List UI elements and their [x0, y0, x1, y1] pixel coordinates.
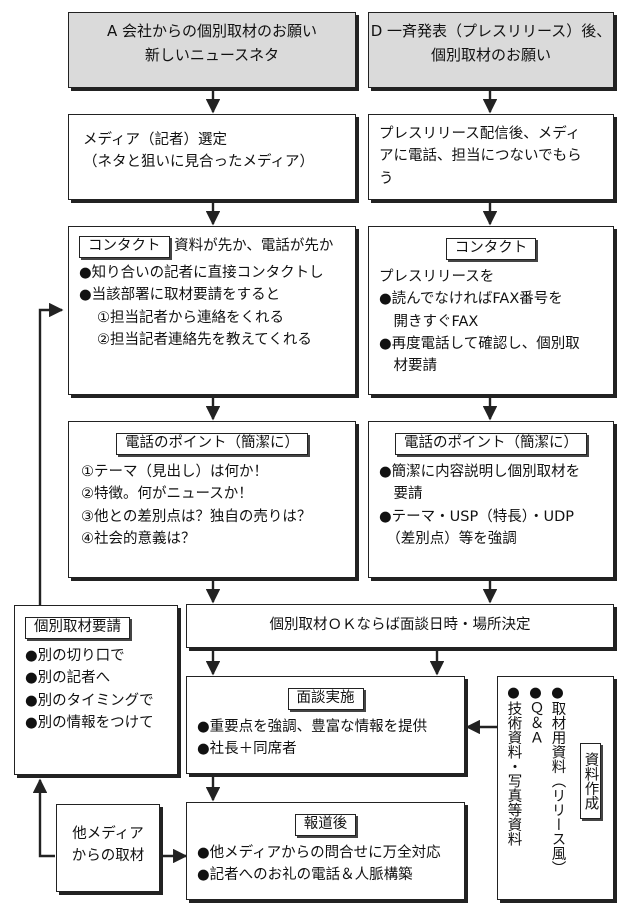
- other-media-box: 他メディア からの取材: [56, 804, 160, 892]
- individual-request-item-3: ●別のタイミングで: [25, 692, 154, 709]
- individual-request-item-2: ●別の記者へ: [25, 670, 111, 687]
- contact-d-line-1: プレスリリースを: [379, 268, 495, 285]
- header-d-line-2: 個別取材のお願い: [430, 46, 551, 64]
- after-report-item-1: ●他メディアからの問合せに万全対応: [197, 844, 441, 861]
- materials-label: 資料作成: [580, 743, 601, 819]
- after-report-item-2: ●記者へのお礼の電話＆人脈構築: [197, 867, 413, 884]
- phone-points-box-a: 電話のポイント（簡潔に） ①テーマ（見出し）は何か！ ②特徴。何がニュースか！ …: [68, 421, 356, 578]
- phone-points-a-label: 電話のポイント（簡潔に）: [116, 433, 308, 455]
- phone-points-a-item-2: ②特徴。何がニュースか！: [81, 486, 253, 503]
- meeting-box: 面談実施 ●重要点を強調、豊富な情報を提供 ●社長＋同席者: [186, 676, 465, 774]
- individual-request-item-4: ●別の情報をつけて: [25, 714, 154, 731]
- press-release-call-box: プレスリリース配信後、メディ アに電話、担当につないでもら う: [368, 114, 614, 200]
- header-a-line-2: 新しいニュースネタ: [144, 46, 280, 64]
- individual-request-item-1: ●別の切り口で: [25, 647, 125, 664]
- phone-points-d-line-3: ●テーマ・USP（特長）・UDP: [379, 508, 574, 525]
- media-selection-box: メディア（記者）選定 （ネタと狙いに見合ったメディア）: [68, 114, 356, 200]
- header-d-line-1: D 一斉発表（プレスリリース）後、: [370, 22, 612, 40]
- meeting-item-2: ●社長＋同席者: [197, 741, 297, 758]
- contact-a-label: コンタクト: [79, 236, 170, 258]
- header-box-d: D 一斉発表（プレスリリース）後、 個別取材のお願い: [368, 12, 614, 88]
- contact-box-a: コンタクト 資料が先か、電話が先か ●知り合いの記者に直接コンタクトし ●当該部…: [68, 226, 356, 395]
- phone-points-a-item-3: ③他との差別点は？独自の売りは？: [81, 508, 312, 525]
- phone-points-box-d: 電話のポイント（簡潔に） ●簡潔に内容説明し個別取材を 要請 ●テーマ・USP（…: [368, 421, 614, 578]
- contact-box-d: コンタクト プレスリリースを ●読んでなければFAX番号を 開きすぐFAX ●再…: [368, 226, 614, 395]
- contact-a-item-1: ●知り合いの記者に直接コンタクトし: [79, 264, 324, 281]
- materials-item-2: ●Ｑ＆Ａ: [527, 685, 544, 745]
- after-report-label: 報道後: [294, 814, 357, 836]
- meeting-item-1: ●重要点を強調、豊富な情報を提供: [197, 718, 428, 735]
- contact-a-sub-1: ①担当記者から連絡をくれる: [97, 309, 284, 326]
- media-selection-line-1: メディア（記者）選定: [83, 132, 227, 148]
- press-release-call-line-2: アに電話、担当につないでもら: [379, 148, 582, 165]
- media-selection-line-2: （ネタと狙いに見合ったメディア）: [83, 154, 314, 171]
- header-a-line-1: A 会社からの個別取材のお願い: [106, 22, 318, 40]
- phone-points-d-line-2: 要請: [379, 486, 423, 503]
- other-media-line-2: からの取材: [71, 848, 145, 865]
- press-release-call-line-1: プレスリリース配信後、メディ: [379, 126, 581, 142]
- meeting-label: 面談実施: [287, 688, 364, 710]
- other-media-line-1: 他メディア: [72, 826, 144, 842]
- phone-points-a-item-4: ④社会的意義は？: [81, 530, 196, 547]
- materials-item-3: ●技術資料・写真等資料: [505, 685, 522, 846]
- materials-item-1: ●取材用資料（リリース風）: [549, 685, 566, 875]
- arrow-request-loop: [38, 302, 64, 605]
- phone-points-d-line-4: （差別点）等を強調: [379, 530, 517, 547]
- individual-request-box: 個別取材要請 ●別の切り口で ●別の記者へ ●別のタイミングで ●別の情報をつけ…: [14, 605, 178, 775]
- contact-d-line-3: 開きすぐFAX: [379, 313, 479, 330]
- individual-request-label: 個別取材要請: [25, 617, 130, 639]
- phone-points-d-label: 電話のポイント（簡潔に）: [395, 433, 587, 455]
- arrow-other-loop: [32, 778, 55, 858]
- phone-points-a-item-1: ①テーマ（見出し）は何か！: [81, 463, 268, 480]
- header-box-a: A 会社からの個別取材のお願い 新しいニュースネタ: [68, 12, 356, 88]
- contact-d-label: コンタクト: [445, 238, 537, 260]
- contact-d-line-2: ●読んでなければFAX番号を: [379, 291, 563, 308]
- contact-d-line-4: ●再度電話して確認し、個別取: [379, 335, 580, 352]
- contact-a-item-2: ●当該部署に取材要請をすると: [79, 287, 281, 304]
- press-release-call-line-3: う: [379, 170, 394, 187]
- contact-a-sub-2: ②担当記者連絡先を教えてくれる: [97, 331, 312, 348]
- interview-schedule-text: 個別取材ＯＫならば面談日時・場所決定: [269, 617, 531, 633]
- contact-a-question: 資料が先か、電話が先か: [174, 238, 334, 254]
- phone-points-d-line-1: ●簡潔に内容説明し個別取材を: [379, 463, 581, 480]
- after-report-box: 報道後 ●他メディアからの問合せに万全対応 ●記者へのお礼の電話＆人脈構築: [186, 802, 465, 900]
- interview-schedule-box: 個別取材ＯＫならば面談日時・場所決定: [186, 604, 614, 648]
- materials-box: ●取材用資料（リリース風） ●Ｑ＆Ａ ●技術資料・写真等資料 資料作成: [497, 676, 614, 900]
- contact-d-line-5: 材要請: [379, 358, 437, 375]
